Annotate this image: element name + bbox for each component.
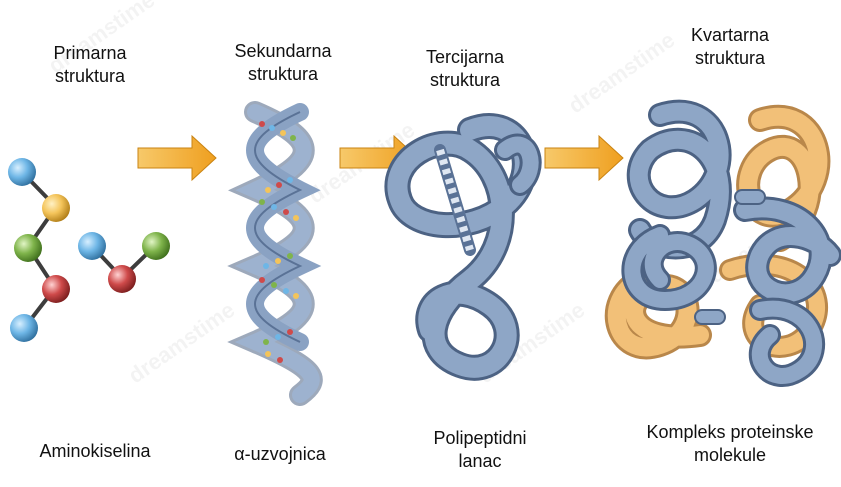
atom-red — [42, 275, 70, 303]
alpha-helix-ribbon — [255, 112, 312, 395]
atom-yellow — [42, 194, 70, 222]
atom-green — [142, 232, 170, 260]
atom-green — [14, 234, 42, 262]
right-arrow-icon — [545, 136, 623, 180]
atom-blue — [10, 314, 38, 342]
tertiary-folded-chain — [397, 126, 530, 368]
atom-red — [108, 265, 136, 293]
amino-acid-chain — [8, 158, 170, 342]
atom-blue — [8, 158, 36, 186]
subunit-linker — [695, 310, 725, 324]
blue-subunit — [632, 235, 705, 300]
quaternary-protein-complex — [617, 112, 830, 376]
right-arrow-icon — [138, 136, 216, 180]
subunit-linker — [735, 190, 765, 204]
atom-blue — [78, 232, 106, 260]
